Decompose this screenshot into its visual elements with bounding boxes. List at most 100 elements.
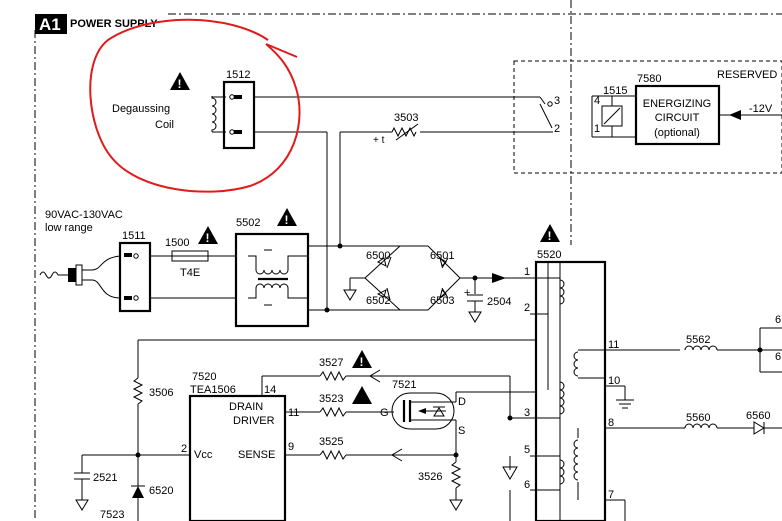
switch-pin-2: 2 [554,123,560,135]
resistor-3523 [319,406,347,418]
diode-6560 [753,421,765,435]
zener-6520 [132,486,144,498]
part-7523-label: 7523 [100,509,124,521]
diode-6520-label: 6520 [149,485,173,497]
fuse-1500-label: 1500 [165,237,189,249]
ac-source-symbol [39,271,59,279]
controller-part-label: TEA1506 [190,384,236,396]
svg-text:!: ! [206,231,210,245]
tr-pin-8: 8 [608,417,614,429]
connector-1512 [222,80,256,150]
resistor-3523-label: 3523 [319,393,343,405]
warning-icon: ! [277,208,297,227]
svg-text:!: ! [360,355,364,369]
resistor-3525 [319,449,347,461]
coil-5562 [684,345,718,351]
transformer-5520 [534,260,607,521]
reserved-box [513,60,782,174]
resistor-3527-label: 3527 [319,357,343,369]
relay-1515-coil [601,105,623,127]
controller-ic-7520 [188,394,287,521]
warning-icon: ! [170,72,190,91]
mosfet-source-label: S [458,425,465,437]
transformer-5520-label: 5520 [537,249,561,261]
tr-pin-2: 2 [524,302,530,314]
switch-pin-3: 3 [554,95,560,107]
controller-drain-line1: DRAIN [229,401,263,413]
energizing-ref-label: 7580 [637,73,661,85]
dc-output-arrow [492,273,506,283]
warning-icon: ! [352,350,372,369]
energizing-line2: CIRCUIT [655,112,700,124]
ground-symbol [468,311,482,323]
mosfet-7521 [391,392,455,430]
line-filter-5502 [234,232,310,328]
degauss-coil-symbol [211,96,217,132]
energizing-supply-label: -12V [749,103,773,115]
tr-pin-7: 7 [608,489,614,501]
controller-pin11: 11 [288,407,299,419]
relay-switch-contact [539,103,553,129]
controller-sense-label: SENSE [238,449,275,461]
svg-text:!: ! [178,77,182,91]
mains-plug-icon [58,255,121,299]
tr-pin-10: 10 [608,375,620,387]
mosfet-ref-label: 7521 [392,379,416,391]
section-badge: A1 [39,15,61,34]
resistor-3506 [132,377,144,405]
connector-1511-label: 1511 [122,230,146,242]
tr-pin-1: 1 [524,266,530,278]
relay-1515-label: 1515 [603,85,627,97]
tr-pin-3: 3 [524,407,530,419]
section-badge-box [35,14,67,34]
diode-6501-label: 6501 [430,250,454,262]
mains-range-line1: 90VAC-130VAC [45,209,123,221]
energizing-line3: (optional) [654,127,700,139]
diode-6502-label: 6502 [366,295,390,307]
controller-ref-label: 7520 [192,371,216,383]
diode-6500-label: 6500 [366,250,390,262]
bridge-rectifier [364,245,461,311]
warning-icon: ! [198,226,218,245]
mosfet-drain-label: D [458,396,466,408]
reserved-label: RESERVED [717,69,777,81]
connector-1511 [118,241,152,313]
tr-pin-11: 11 [608,339,619,351]
filter-5502-label: 5502 [236,217,260,229]
energizing-line1: ENERGIZING [643,98,711,110]
coil-5562-label: 5562 [686,334,710,346]
diode-6503-label: 6503 [430,295,454,307]
relay-pin-1: 1 [594,123,600,135]
resistor-3503 [391,126,417,138]
resistor-3503-label: 3503 [394,112,418,124]
controller-pin2: 2 [181,443,187,455]
relay-pin-4: 4 [594,95,600,107]
resistor-3527 [319,370,347,382]
diode-6560-label: 6560 [746,410,770,422]
svg-text:!: ! [548,229,552,243]
ground-symbol [502,466,518,480]
ground-symbol [449,499,463,511]
resistor-3503-ptc-mark: + t [373,135,385,146]
controller-pin9: 9 [288,441,294,453]
controller-pin14: 14 [264,384,276,396]
degauss-label-line1: Degaussing [112,103,170,115]
red-annotation-circle [89,18,301,193]
coil-5560 [684,423,718,429]
connector-1512-label: 1512 [226,69,250,81]
warning-icon: ! [540,224,560,243]
mains-range-line2: low range [45,222,93,234]
mosfet-gate-label: G [380,407,389,419]
controller-vcc-label: Vcc [194,449,213,461]
warning-icon [352,386,372,404]
coil-5560-label: 5560 [686,412,710,424]
energizing-input-arrow [729,110,741,120]
resistor-3526-label: 3526 [418,471,442,483]
edge-label-bottom: 6 [775,351,781,363]
cap-2504-polarity: + [464,287,470,299]
controller-drain-line2: DRIVER [233,415,275,427]
edge-label-top: 6 [775,314,781,326]
tr-pin-5: 5 [524,444,530,456]
degauss-label-line2: Coil [155,119,174,131]
